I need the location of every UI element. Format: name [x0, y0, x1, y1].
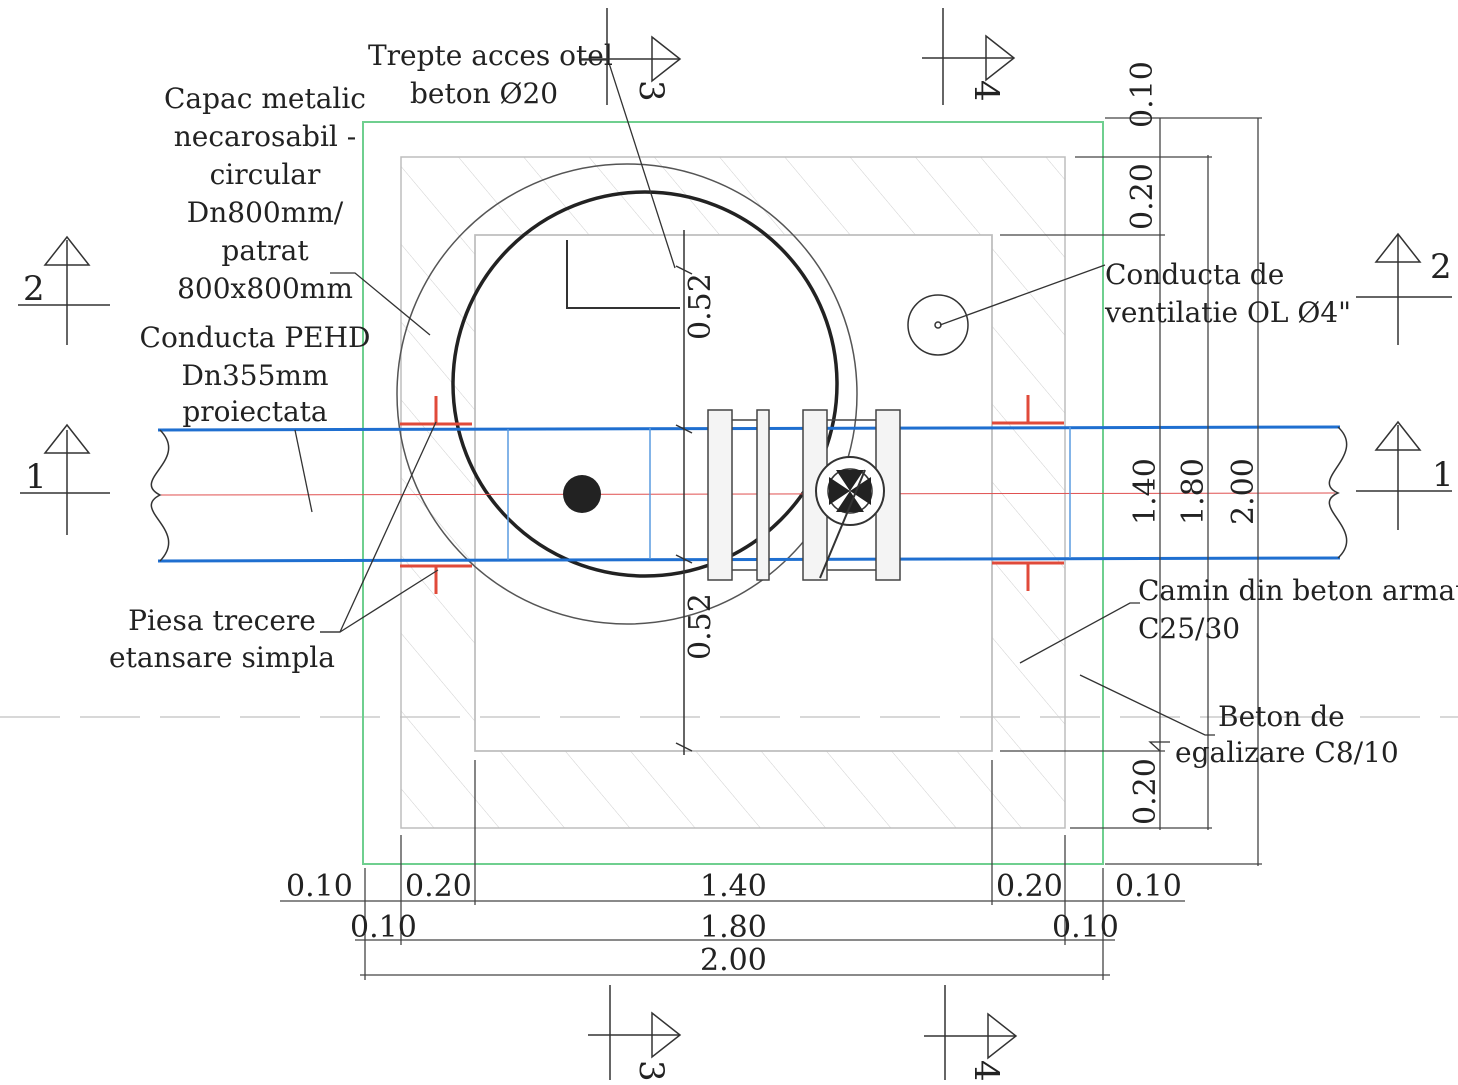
svg-text:Dn800mm/: Dn800mm/	[187, 196, 344, 229]
section-marker-2-left	[18, 235, 110, 345]
label-conducta-pehd: Conducta PEHD Dn355mm proiectata	[140, 321, 371, 428]
dim-bottom-0-10-inner-right: 0.10	[1052, 910, 1119, 945]
section-marker-4-bottom	[924, 985, 1018, 1080]
dim-bottom-2-00: 2.00	[700, 943, 767, 978]
label-trepte: Trepte acces otel beton Ø20	[368, 39, 613, 110]
camin-interior	[474, 234, 993, 752]
svg-text:Piesa trecere: Piesa trecere	[128, 604, 316, 637]
svg-text:etansare simpla: etansare simpla	[109, 641, 335, 674]
section-label-2-right: 2	[1430, 247, 1452, 287]
pipe-break-left	[150, 429, 170, 562]
section-label-3-bottom: 3	[631, 1060, 671, 1082]
valve-icon	[815, 456, 885, 526]
dim-right-lines	[1000, 117, 1262, 866]
svg-text:Dn355mm: Dn355mm	[181, 359, 328, 392]
dim-right-0-10: 0.10	[1125, 61, 1160, 128]
svg-text:necarosabil -: necarosabil -	[174, 120, 356, 153]
dim-bottom-0-10-inner-left: 0.10	[350, 910, 417, 945]
label-camin: Camin din beton armat C25/30	[1138, 574, 1458, 645]
svg-text:Beton de: Beton de	[1218, 700, 1345, 733]
dim-bottom-0-20-right: 0.20	[996, 869, 1063, 904]
label-piesa-trecere: Piesa trecere etansare simpla	[109, 604, 335, 674]
cover-outer-circle	[396, 163, 858, 625]
pipe-axis	[159, 492, 1336, 496]
label-ventilatie: Conducta de ventilatie OL Ø4"	[1104, 258, 1351, 329]
dim-right-2-00: 2.00	[1226, 458, 1261, 525]
dim-right-0-20-top: 0.20	[1125, 163, 1160, 230]
svg-text:beton Ø20: beton Ø20	[410, 77, 558, 110]
section-label-1-left: 1	[25, 457, 47, 497]
section-marker-3-top	[580, 8, 682, 105]
svg-text:Capac metalic: Capac metalic	[164, 82, 366, 115]
drain-icon	[563, 475, 601, 513]
leader-lines	[294, 59, 1215, 752]
dim-right-1-80: 1.80	[1176, 458, 1211, 525]
svg-text:patrat: patrat	[221, 234, 309, 267]
svg-text:egalizare C8/10: egalizare C8/10	[1175, 736, 1399, 769]
ventilation-pipe-icon	[907, 294, 969, 356]
section-marker-3-bottom	[588, 985, 682, 1080]
dim-interior-bottom: 0.52	[683, 593, 718, 660]
section-marker-1-left	[20, 423, 110, 535]
gasket-right	[992, 395, 1064, 591]
svg-text:ventilatie OL Ø4": ventilatie OL Ø4"	[1104, 296, 1351, 329]
dim-bottom-1-80: 1.80	[700, 910, 767, 945]
svg-text:C25/30: C25/30	[1138, 612, 1240, 645]
section-label-3-top: 3	[631, 80, 671, 102]
svg-text:Conducta de: Conducta de	[1105, 258, 1284, 291]
section-label-2-left: 2	[23, 269, 45, 309]
dim-bottom-0-10-right: 0.10	[1115, 869, 1182, 904]
svg-text:800x800mm: 800x800mm	[177, 272, 353, 305]
section-label-4-top: 4	[966, 80, 1006, 102]
svg-text:Trepte acces otel: Trepte acces otel	[368, 39, 613, 72]
dim-bottom-0-10-left: 0.10	[286, 869, 353, 904]
pipe-bottom-edge	[157, 556, 1341, 563]
label-capac: Capac metalic necarosabil - circular Dn8…	[164, 82, 366, 305]
pipe-break-right	[1328, 426, 1348, 559]
section-marker-4-top	[922, 8, 1016, 105]
section-marker-1-right	[1356, 420, 1452, 530]
dim-bottom-1-40: 1.40	[700, 869, 767, 904]
dim-right-0-20-bottom: 0.20	[1128, 758, 1163, 825]
dim-bottom-lines	[280, 760, 1185, 980]
svg-text:circular: circular	[210, 158, 321, 191]
svg-text:Conducta PEHD: Conducta PEHD	[140, 321, 371, 354]
svg-text:proiectata: proiectata	[182, 395, 327, 428]
svg-text:Camin din beton armat: Camin din beton armat	[1138, 574, 1458, 607]
dim-bottom-0-20-left: 0.20	[405, 869, 472, 904]
section-label-4-bottom: 4	[966, 1060, 1006, 1082]
section-marker-2-right	[1356, 232, 1452, 345]
section-label-1-right: 1	[1432, 455, 1454, 495]
dim-right-1-40: 1.40	[1128, 458, 1163, 525]
cover-circle	[451, 190, 839, 578]
step-bracket	[566, 240, 680, 309]
dim-interior-top: 0.52	[683, 273, 718, 340]
label-beton-egalizare: Beton de egalizare C8/10	[1175, 700, 1399, 769]
pipe-top-edge	[157, 425, 1341, 432]
